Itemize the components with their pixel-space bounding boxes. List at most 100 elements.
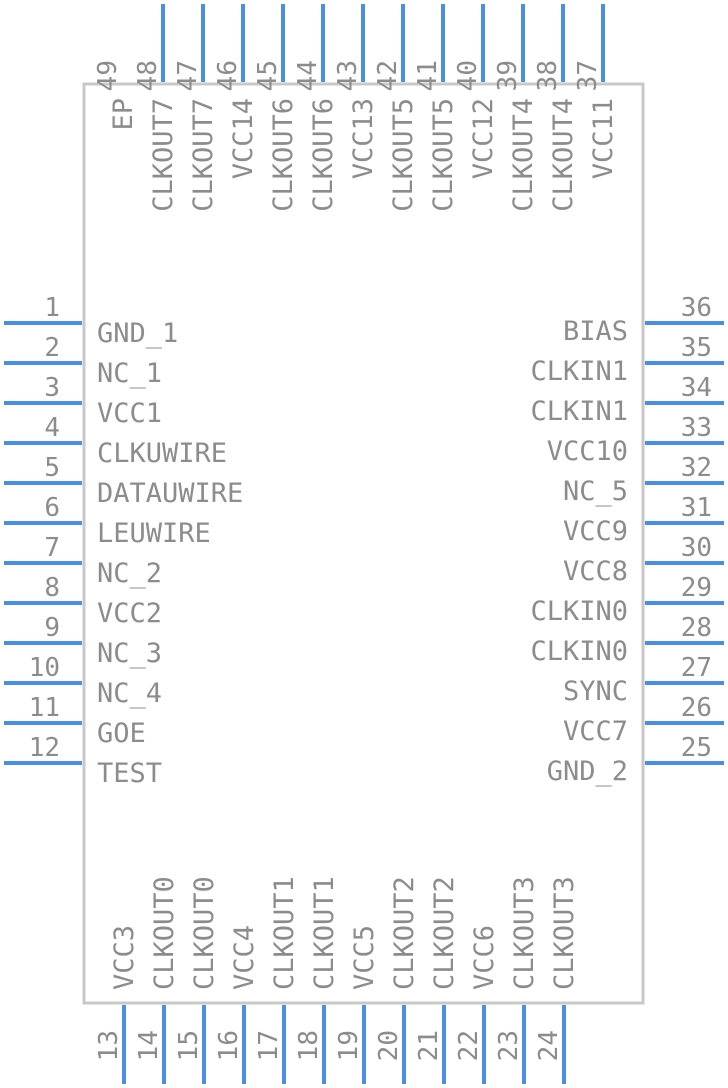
- pin-47-name: CLKOUT7: [188, 98, 219, 212]
- pin-11-name: GOE: [97, 718, 146, 749]
- pin-29-name: CLKIN0: [530, 596, 628, 627]
- pin-44-name: CLKOUT6: [308, 98, 339, 212]
- pin-25-name: GND_2: [547, 756, 628, 787]
- pin-19-number: 19: [334, 1030, 364, 1061]
- pin-16-name: VCC4: [229, 925, 260, 990]
- pin-30-name: VCC8: [563, 556, 628, 587]
- pin-39-number: 39: [493, 60, 523, 91]
- pin-2-number: 2: [44, 333, 60, 363]
- pin-4-number: 4: [44, 413, 60, 443]
- pin-12-name: TEST: [97, 758, 162, 789]
- pin-2-name: NC_1: [97, 358, 162, 389]
- pin-38-number: 38: [533, 60, 563, 91]
- pin-35-number: 35: [681, 333, 712, 363]
- bottom-pin-group: 13VCC314CLKOUT015CLKOUT016VCC417CLKOUT11…: [94, 876, 580, 1084]
- right-pin-group: 25GND_226VCC727SYNC28CLKIN029CLKIN030VCC…: [530, 293, 724, 787]
- pin-15-number: 15: [174, 1030, 204, 1061]
- pin-11-number: 11: [29, 693, 60, 723]
- pin-20-name: CLKOUT2: [389, 876, 420, 990]
- pin-8-name: VCC2: [97, 598, 162, 629]
- pin-16-number: 16: [214, 1030, 244, 1061]
- pin-46-number: 46: [213, 60, 243, 91]
- pin-21-name: CLKOUT2: [429, 876, 460, 990]
- pin-9-number: 9: [44, 613, 60, 643]
- pin-14-number: 14: [134, 1030, 164, 1061]
- pin-8-number: 8: [44, 573, 60, 603]
- pin-6-name: LEUWIRE: [97, 518, 211, 549]
- pin-17-name: CLKOUT1: [269, 876, 300, 990]
- pin-44-number: 44: [293, 60, 323, 91]
- pin-33-name: VCC10: [547, 436, 628, 467]
- pin-27-name: SYNC: [563, 676, 628, 707]
- pin-26-name: VCC7: [563, 716, 628, 747]
- pin-19-name: VCC5: [349, 925, 380, 990]
- pin-26-number: 26: [681, 693, 712, 723]
- top-pin-group: 37VCC1138CLKOUT439CLKOUT440VCC1241CLKOUT…: [93, 4, 619, 212]
- pin-18-number: 18: [294, 1030, 324, 1061]
- pin-21-number: 21: [414, 1030, 444, 1061]
- pin-7-number: 7: [44, 533, 60, 563]
- pin-37-name: VCC11: [588, 98, 619, 179]
- pin-13-number: 13: [94, 1030, 124, 1061]
- pin-46-name: VCC14: [228, 98, 259, 179]
- pin-14-name: CLKOUT0: [149, 876, 180, 990]
- pin-35-name: CLKIN1: [530, 356, 628, 387]
- pin-10-name: NC_4: [97, 678, 162, 709]
- pin-34-number: 34: [681, 373, 712, 403]
- pin-48-name: CLKOUT7: [148, 98, 179, 212]
- pin-40-name: VCC12: [468, 98, 499, 179]
- pin-5-name: DATAUWIRE: [97, 478, 243, 509]
- pin-10-number: 10: [29, 653, 60, 683]
- pin-23-name: CLKOUT3: [509, 876, 540, 990]
- pin-22-name: VCC6: [469, 925, 500, 990]
- pin-9-name: NC_3: [97, 638, 162, 669]
- pin-1-name: GND_1: [97, 318, 178, 349]
- pin-20-number: 20: [374, 1030, 404, 1061]
- pin-27-number: 27: [681, 653, 712, 683]
- pin-5-number: 5: [44, 453, 60, 483]
- pin-41-name: CLKOUT5: [428, 98, 459, 212]
- pin-23-number: 23: [494, 1030, 524, 1061]
- pin-36-number: 36: [681, 293, 712, 323]
- pin-7-name: NC_2: [97, 558, 162, 589]
- pin-28-number: 28: [681, 613, 712, 643]
- pin-32-name: NC_5: [563, 476, 628, 507]
- pin-45-number: 45: [253, 60, 283, 91]
- pin-29-number: 29: [681, 573, 712, 603]
- pin-4-name: CLKUWIRE: [97, 438, 227, 469]
- pin-40-number: 40: [453, 60, 483, 91]
- pin-41-number: 41: [413, 60, 443, 91]
- pin-1-number: 1: [44, 293, 60, 323]
- pin-12-number: 12: [29, 733, 60, 763]
- pin-36-name: BIAS: [563, 316, 628, 347]
- pin-37-number: 37: [573, 60, 603, 91]
- pin-45-name: CLKOUT6: [268, 98, 299, 212]
- pin-33-number: 33: [681, 413, 712, 443]
- pin-24-number: 24: [534, 1030, 564, 1061]
- pin-3-name: VCC1: [97, 398, 162, 429]
- pin-43-name: VCC13: [348, 98, 379, 179]
- pin-18-name: CLKOUT1: [309, 876, 340, 990]
- pin-24-name: CLKOUT3: [549, 876, 580, 990]
- pin-42-name: CLKOUT5: [388, 98, 419, 212]
- pin-47-number: 47: [173, 60, 203, 91]
- pin-15-name: CLKOUT0: [189, 876, 220, 990]
- pin-17-number: 17: [254, 1030, 284, 1061]
- pin-48-number: 48: [133, 60, 163, 91]
- pin-49-name: EP: [108, 98, 139, 131]
- pin-34-name: CLKIN1: [530, 396, 628, 427]
- pin-3-number: 3: [44, 373, 60, 403]
- pin-30-number: 30: [681, 533, 712, 563]
- pin-49-number: 49: [93, 60, 123, 91]
- pin-39-name: CLKOUT4: [508, 98, 539, 212]
- pin-22-number: 22: [454, 1030, 484, 1061]
- pin-25-number: 25: [681, 733, 712, 763]
- pin-6-number: 6: [44, 493, 60, 523]
- pin-31-number: 31: [681, 493, 712, 523]
- pin-31-name: VCC9: [563, 516, 628, 547]
- pin-43-number: 43: [333, 60, 363, 91]
- chip-body: [82, 82, 645, 1005]
- pin-28-name: CLKIN0: [530, 636, 628, 667]
